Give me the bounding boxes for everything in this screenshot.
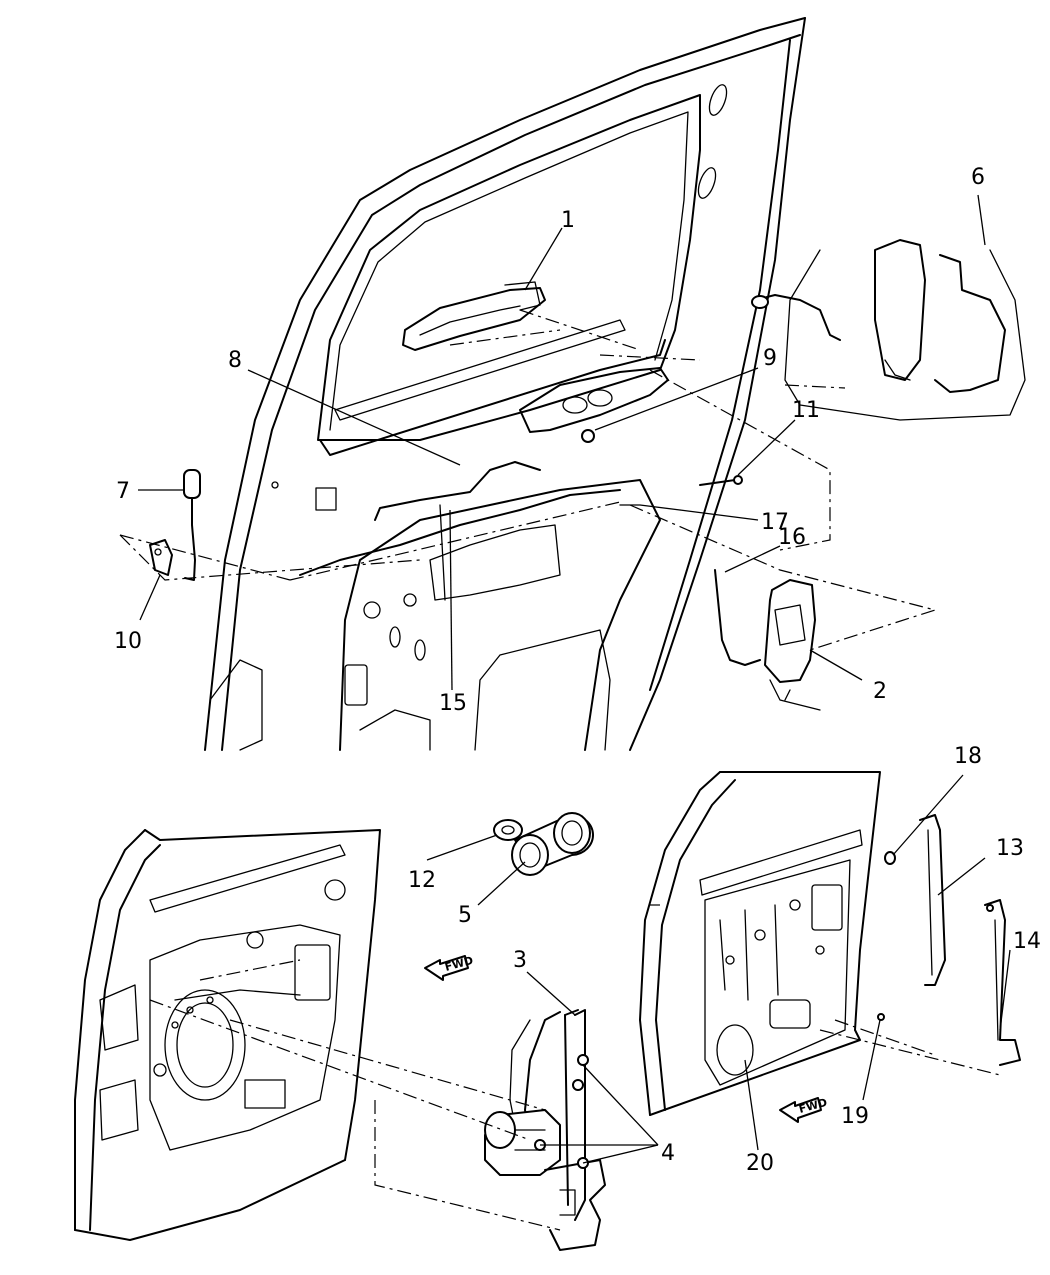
callout-12: 12	[408, 868, 436, 893]
callout-9: 9	[763, 346, 777, 371]
callout-19: 19	[841, 1104, 869, 1129]
forward-arrow-right: FWD	[779, 1096, 829, 1123]
callout-6: 6	[971, 165, 985, 190]
lower-right-door: FWD	[639, 771, 1021, 1123]
callout-2: 2	[873, 679, 887, 704]
callout-3: 3	[513, 948, 527, 973]
leader-lines	[138, 194, 1011, 1164]
callout-15: 15	[439, 691, 467, 716]
callout-17: 17	[761, 510, 789, 535]
callout-1: 1	[561, 208, 575, 233]
window-regulator-assembly: FWD	[149, 812, 606, 1251]
callout-10: 10	[114, 629, 142, 654]
upper-door-assembly	[119, 17, 1026, 751]
callout-11: 11	[792, 398, 820, 423]
callout-20: 20	[746, 1151, 774, 1176]
callout-7: 7	[116, 479, 130, 504]
callout-5: 5	[458, 903, 472, 928]
callout-16: 16	[778, 525, 806, 550]
forward-arrow-left: FWD	[424, 954, 475, 981]
callout-13: 13	[996, 836, 1024, 861]
callout-14: 14	[1013, 929, 1041, 954]
callout-4: 4	[661, 1141, 675, 1166]
lower-left-door-panel	[74, 829, 381, 1241]
callout-labels: 1 2 3 4 5 6 7 8 9 10 11 12 13 14 15 16 1…	[114, 165, 1041, 1176]
callout-18: 18	[954, 744, 982, 769]
callout-8: 8	[228, 348, 242, 373]
